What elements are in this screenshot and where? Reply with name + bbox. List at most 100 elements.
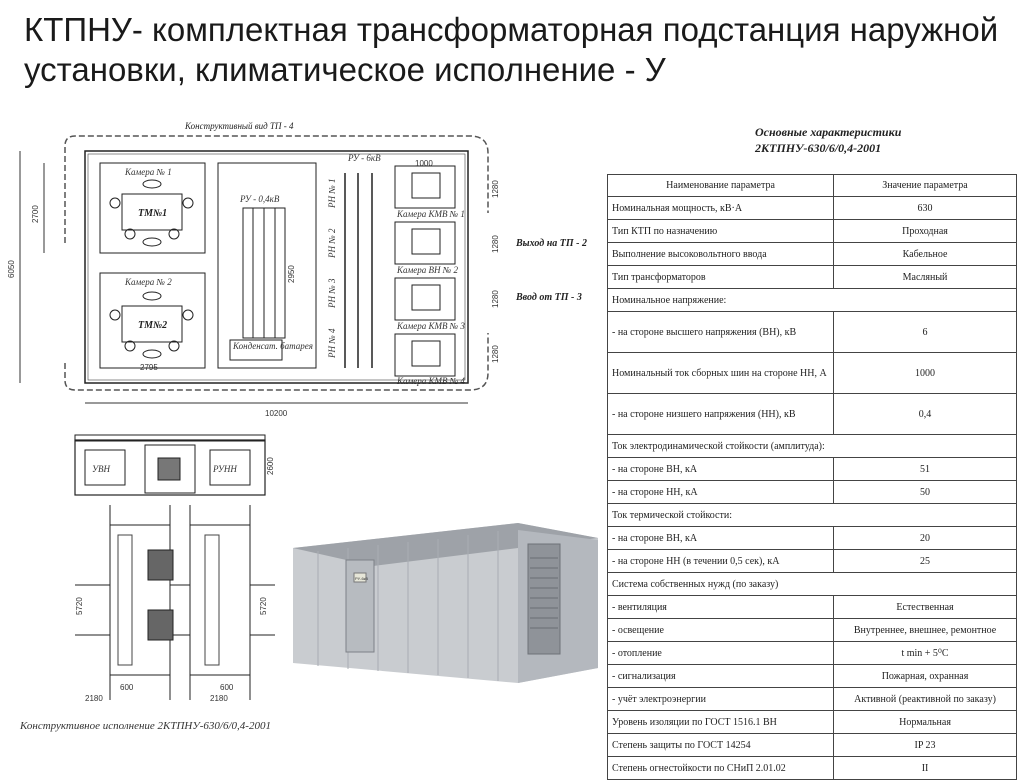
rn1-label: РН № 1 [327,179,337,209]
value-cell: t min + 5⁰С [833,641,1017,665]
value-cell: Нормальная [833,710,1017,734]
dim-2950: 2950 [287,265,296,283]
ru-lv-label: РУ - 0,4кВ [239,194,280,204]
param-cell: Тип КТП по назначению [606,219,835,243]
photo-sign: РУ-6кВ [355,576,368,581]
value-cell: Внутреннее, внешнее, ремонтное [833,618,1017,642]
param-cell: Номинальный ток сборных шин на стороне Н… [606,352,835,394]
tm1-label: ТМ№1 [138,208,167,219]
spec-table: Наименование параметра Значение параметр… [606,174,1017,780]
value-cell: 0,4 [833,393,1017,435]
param-cell: - вентиляция [606,595,835,619]
value-cell: 6 [833,311,1017,353]
section-cell: Ток термической стойкости: [607,503,1017,527]
entry-label: Ввод от ТП - 3 [515,292,582,303]
value-cell: 1000 [833,352,1017,394]
value-cell: Пожарная, охранная [833,664,1017,688]
side-left-label: УВН [92,464,111,474]
side-view: УВН РУНН 2600 [74,434,275,496]
exit-label: Выход на ТП - 2 [515,238,587,249]
param-cell: - на стороне НН (в течении 0,5 сек), кА [606,549,835,573]
value-cell: IP 23 [833,733,1017,757]
rn4-label: РН № 4 [327,328,337,359]
spec-heading-line2: 2КТПНУ-630/6/0,4-2001 [755,141,882,155]
param-cell: Степень огнестойкости по СНиП 2.01.02 [606,756,835,780]
dim-2180b: 2180 [210,694,228,703]
value-cell: 25 [833,549,1017,573]
spec-heading: Основные характеристики 2КТПНУ-630/6/0,4… [755,124,901,156]
param-cell: - сигнализация [606,664,835,688]
page-title: КТПНУ- комплектная трансформаторная подс… [24,11,999,88]
param-cell: - на стороне ВН, кА [606,526,835,550]
table-row: - на стороне низшего напряжения (НН), кВ… [606,393,1017,435]
param-cell: - на стороне низшего напряжения (НН), кВ [606,393,835,435]
value-cell: 20 [833,526,1017,550]
table-row: Номинальное напряжение: [607,288,1017,312]
substation-photo: РУ-6кВ [293,523,598,683]
dim-2180a: 2180 [85,694,103,703]
param-cell: Номинальная мощность, кВ·А [606,196,835,220]
col-param-header: Наименование параметра [606,174,835,197]
bottom-view: 5720 5720 2180 2180 600 600 [75,505,275,703]
kmv3-label: Камера КМВ № 3 [396,321,465,331]
dim-1280a: 1280 [491,180,500,198]
rn2-label: РН № 2 [327,228,337,259]
capacitor-label: Конденсат. батарея [232,341,313,351]
side-height: 2600 [266,457,275,475]
section-cell: Система собственных нужд (по заказу) [607,572,1017,596]
dim-1000: 1000 [415,159,433,168]
dim-6050: 6050 [7,260,16,278]
value-cell: 51 [833,457,1017,481]
value-cell: Масляный [833,265,1017,289]
dim-600a: 600 [120,683,134,692]
section-cell: Ток электродинамической стойкости (ампли… [607,434,1017,458]
dim-1280d: 1280 [491,345,500,363]
kmv4-label: Камера КМВ № 4 [396,376,465,386]
param-cell: - на стороне ВН, кА [606,457,835,481]
param-cell: - на стороне НН, кА [606,480,835,504]
chamber2-label: Камера № 2 [124,277,172,287]
kvn2-label: Камера ВН № 2 [396,265,458,275]
spec-heading-line1: Основные характеристики [755,125,902,139]
param-cell: Степень защиты по ГОСТ 14254 [606,733,835,757]
param-cell: - отопление [606,641,835,665]
value-cell: Проходная [833,219,1017,243]
plan-heading: Конструктивный вид ТП - 4 [184,121,294,131]
rn3-label: РН № 3 [327,278,337,309]
table-row: - на стороне высшего напряжения (ВН), кВ… [606,311,1017,353]
value-cell: Естественная [833,595,1017,619]
side-right-label: РУНН [212,464,237,474]
table-row: Ток электродинамической стойкости (ампли… [607,434,1017,458]
param-cell: Тип трансформаторов [606,265,835,289]
kmv1-label: Камера КМВ № 1 [396,209,465,219]
value-cell: 630 [833,196,1017,220]
dim-1280c: 1280 [491,290,500,308]
dim-2700: 2700 [31,205,40,223]
dim-5720a: 5720 [75,597,84,615]
dim-5720b: 5720 [259,597,268,615]
chamber1-label: Камера № 1 [124,167,172,177]
value-cell: 50 [833,480,1017,504]
table-row: Номинальный ток сборных шин на стороне Н… [606,352,1017,394]
value-cell: Кабельное [833,242,1017,266]
dim-10200: 10200 [265,409,288,418]
value-cell: II [833,756,1017,780]
dim-600b: 600 [220,683,234,692]
ru-hv-label: РУ - 6кВ [347,153,381,163]
dim-2795: 2795 [140,363,158,372]
section-cell: Номинальное напряжение: [607,288,1017,312]
value-cell: Активной (реактивной по заказу) [833,687,1017,711]
param-cell: - учёт электроэнергии [606,687,835,711]
